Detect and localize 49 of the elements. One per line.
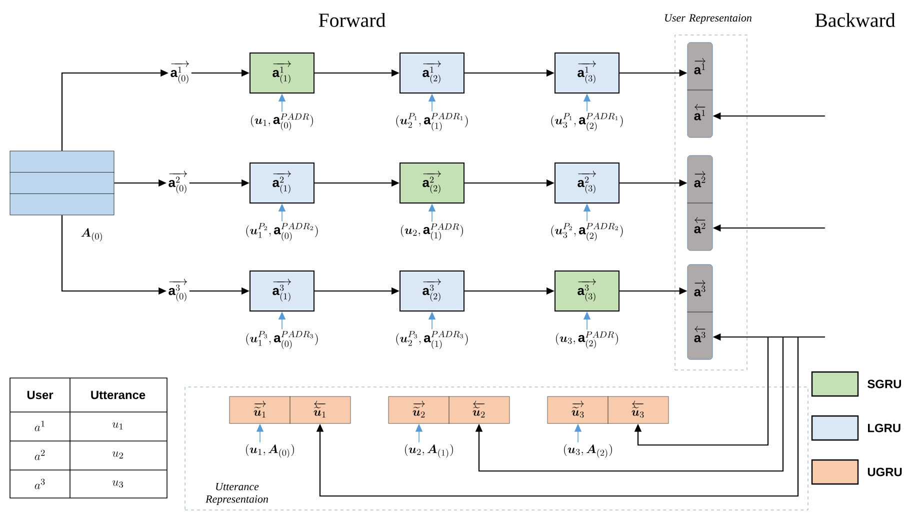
- table-entry: $u_{2}$: [112, 451, 123, 458]
- gru-box: $\overrightarrow{\mathbf{a}^{2}_{(1)}}$: [250, 162, 314, 204]
- box-label: $\boldsymbol{A}_{(0)}$: [81, 228, 102, 242]
- stacked-box: [10, 150, 114, 216]
- column-header: Utterance: [91, 390, 146, 400]
- vector-label: $(\boldsymbol{u}_{2}^{P_{3}},\mathbf{a}^{PADR_{3}}_{(1)})$: [396, 330, 468, 349]
- vector-label: $(\boldsymbol{u}_{2},\mathbf{a}^{PADR}_{(1)})$: [401, 223, 463, 240]
- split-bar: $\overrightarrow{\widetilde{\boldsymbol{u}}_{1}}$ $\overleftarrow{\widetilde{\boldsymbol{u}}_{1}}$: [229, 396, 351, 424]
- arrow: [316, 337, 799, 497]
- gru-box: $\overrightarrow{\mathbf{a}^{1}_{(1)}}$: [250, 52, 314, 94]
- node-label: User Representaion: [665, 14, 752, 24]
- gru-box: $\overrightarrow{\mathbf{a}^{3}_{(1)}}$: [250, 270, 314, 312]
- legend-label: UGRU: [868, 468, 902, 476]
- section-heading: Backward: [815, 12, 896, 27]
- split-cell: $\overrightarrow{\mathbf{a}^{3}}$ $\overleftarrow{\mathbf{a}^{3}}$: [687, 264, 713, 360]
- gru-box: $\overrightarrow{\mathbf{a}^{3}_{(3)}}$: [554, 270, 620, 312]
- split-bar: $\overrightarrow{\widetilde{\boldsymbol{u}}_{2}}$ $\overleftarrow{\widetilde{\boldsymbol{u}}_{2}}$: [388, 396, 510, 424]
- vector-label: $(\boldsymbol{u}_{1}^{P_{3}},\mathbf{a}^{PADR_{3}}_{(0)})$: [246, 330, 318, 349]
- gru-box: $\overrightarrow{\mathbf{a}^{3}_{(2)}}$: [400, 270, 464, 312]
- table-entry: $a^{3}$: [34, 478, 45, 490]
- split-cell: $\overrightarrow{\mathbf{a}^{2}}$ $\overleftarrow{\mathbf{a}^{2}}$: [687, 155, 713, 251]
- arrow: [634, 337, 769, 446]
- gru-box: $\overrightarrow{\mathbf{a}^{1}_{(3)}}$: [554, 52, 620, 94]
- vector-label: $\overrightarrow{\mathbf{a}^{2}_{(0)}}$: [168, 170, 188, 194]
- table-entry: $u_{1}$: [112, 422, 123, 430]
- table-entry: $a^{1}$: [34, 420, 44, 432]
- legend-label: SGRU: [868, 380, 901, 388]
- vector-label: $(\boldsymbol{u}_{3}^{P_{1}},\mathbf{a}^{PADR_{1}}_{(2)})$: [551, 112, 623, 131]
- split-cell: $\overrightarrow{\mathbf{a}^{1}}$ $\overleftarrow{\mathbf{a}^{1}}$: [687, 42, 713, 138]
- split-bar: $\overrightarrow{\widetilde{\boldsymbol{u}}_{3}}$ $\overleftarrow{\widetilde{\boldsymbol{u}}_{3}}$: [547, 396, 669, 424]
- vector-label: $(\boldsymbol{u}_{2}^{P_{1}},\mathbf{a}^{PADR_{1}}_{(1)})$: [396, 112, 468, 131]
- column-header: User: [27, 390, 54, 400]
- vector-label: $(\boldsymbol{u}_{2},\boldsymbol{A}_{(1)})$: [405, 444, 453, 458]
- section-heading: Forward: [318, 12, 386, 27]
- vector-label: $\overrightarrow{\mathbf{a}^{3}_{(0)}}$: [168, 278, 188, 302]
- gru-box: $\overrightarrow{\mathbf{a}^{2}_{(2)}}$: [400, 162, 464, 204]
- table-entry: $a^{2}$: [34, 450, 45, 460]
- vector-label: $(\boldsymbol{u}_{3},\boldsymbol{A}_{(2)})$: [564, 444, 612, 458]
- vector-label: $(\boldsymbol{u}_{1},\mathbf{a}^{PADR}_{(0)})$: [251, 113, 313, 130]
- table-entry: $u_{3}$: [112, 480, 123, 488]
- vector-label: $(\boldsymbol{u}_{1}^{P_{2}},\mathbf{a}^{PADR_{2}}_{(0)})$: [246, 222, 318, 241]
- arrow: [475, 337, 784, 472]
- gru-box: $\overrightarrow{\mathbf{a}^{1}_{(2)}}$: [400, 52, 464, 94]
- vector-label: $\overrightarrow{\mathbf{a}^{1}_{(0)}}$: [170, 60, 190, 84]
- legend-label: LGRU: [868, 424, 900, 432]
- vector-label: $(\boldsymbol{u}_{1},\boldsymbol{A}_{(0)})$: [246, 444, 294, 458]
- vector-label: $(\boldsymbol{u}_{3}^{P_{2}},\mathbf{a}^{PADR_{2}}_{(2)})$: [551, 222, 623, 241]
- gru-box: $\overrightarrow{\mathbf{a}^{2}_{(3)}}$: [554, 162, 620, 204]
- vector-label: $(\boldsymbol{u}_{3},\mathbf{a}^{PADR}_{(2)})$: [556, 331, 618, 348]
